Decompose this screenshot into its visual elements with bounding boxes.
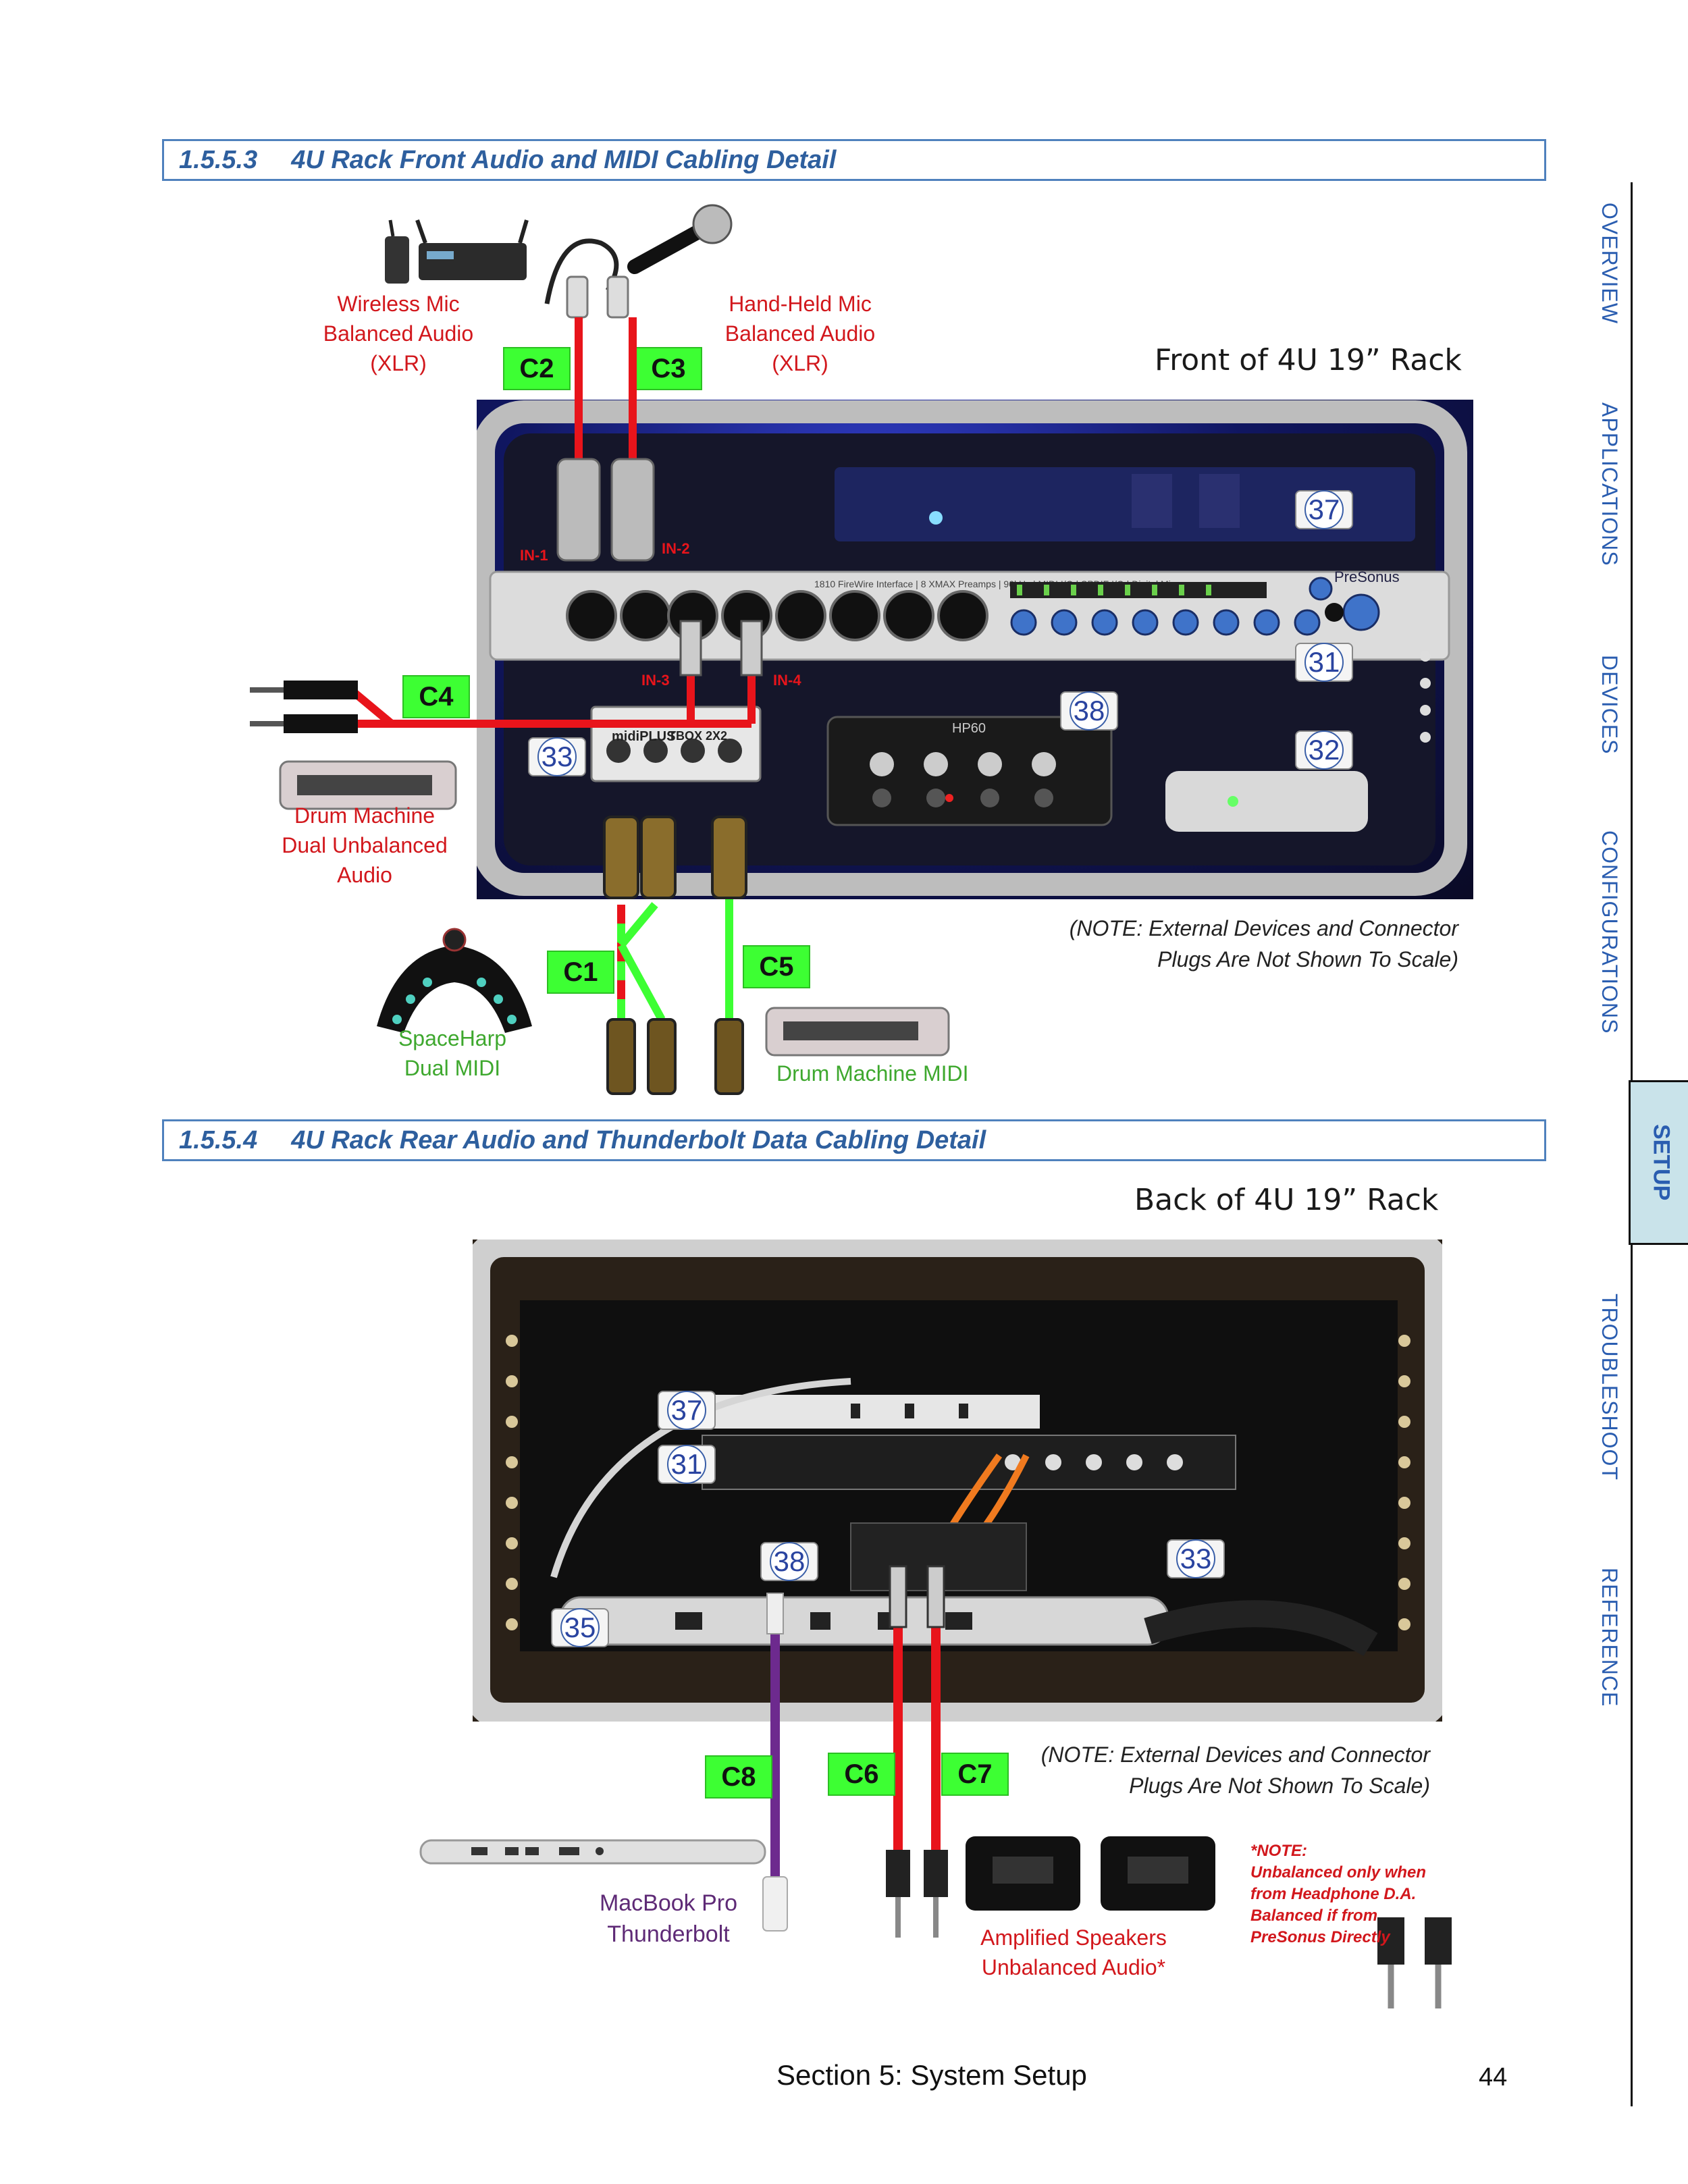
sidebar-item-devices[interactable]: DEVICES xyxy=(1597,655,1622,754)
sidebar-item-overview[interactable]: OVERVIEW xyxy=(1597,203,1622,324)
device-tag-33-back: 33 xyxy=(1167,1539,1225,1578)
cable-c8-tag: C8 xyxy=(705,1755,772,1799)
macbook-line1: MacBook Pro xyxy=(581,1888,756,1919)
sidebar-item-applications[interactable]: APPLICATIONS xyxy=(1597,402,1622,566)
sidebar-item-configurations[interactable]: CONFIGURATIONS xyxy=(1597,830,1622,1034)
sidebar-item-setup-label: SETUP xyxy=(1648,1124,1674,1200)
tag-31-back: 31 xyxy=(667,1445,706,1484)
star-note-line3: from Headphone D.A. xyxy=(1250,1884,1426,1905)
sidebar-item-troubleshoot[interactable]: TROUBLESHOOT xyxy=(1597,1294,1622,1481)
macbook-line2: Thunderbolt xyxy=(581,1919,756,1950)
star-note-line1: *NOTE: xyxy=(1250,1840,1426,1862)
macbook-image xyxy=(417,1835,768,1896)
speakers-line1: Amplified Speakers xyxy=(945,1923,1202,1952)
back-note-line2: Plugs Are Not Shown To Scale) xyxy=(878,1770,1430,1801)
star-note-line5: PreSonus Directly xyxy=(1250,1927,1426,1948)
speakers-label: Amplified Speakers Unbalanced Audio* xyxy=(945,1923,1202,1982)
sidebar-item-setup[interactable]: SETUP xyxy=(1629,1080,1688,1245)
device-tag-37-back: 37 xyxy=(658,1391,716,1430)
speaker-star-note: *NOTE: Unbalanced only when from Headpho… xyxy=(1250,1840,1426,1948)
macbook-label: MacBook Pro Thunderbolt xyxy=(581,1888,756,1950)
speakers-line2: Unbalanced Audio* xyxy=(945,1952,1202,1982)
device-tag-35-back: 35 xyxy=(551,1608,609,1647)
back-note: (NOTE: External Devices and Connector Pl… xyxy=(878,1739,1430,1801)
star-note-line4: Balanced if from xyxy=(1250,1905,1426,1927)
tag-33-back: 33 xyxy=(1176,1539,1215,1578)
star-note-line2: Unbalanced only when xyxy=(1250,1862,1426,1884)
tag-37-back: 37 xyxy=(667,1391,706,1430)
tag-38-back: 38 xyxy=(770,1542,809,1581)
footer-page-number: 44 xyxy=(1479,2063,1507,2092)
tag-35-back: 35 xyxy=(560,1608,600,1647)
device-tag-31-back: 31 xyxy=(658,1445,716,1484)
device-tag-38-back: 38 xyxy=(760,1542,818,1581)
sidebar-item-reference[interactable]: REFERENCE xyxy=(1597,1568,1622,1707)
speakers-image xyxy=(959,1830,1229,1917)
back-note-line1: (NOTE: External Devices and Connector xyxy=(878,1739,1430,1770)
footer-section: Section 5: System Setup xyxy=(776,2059,1087,2092)
